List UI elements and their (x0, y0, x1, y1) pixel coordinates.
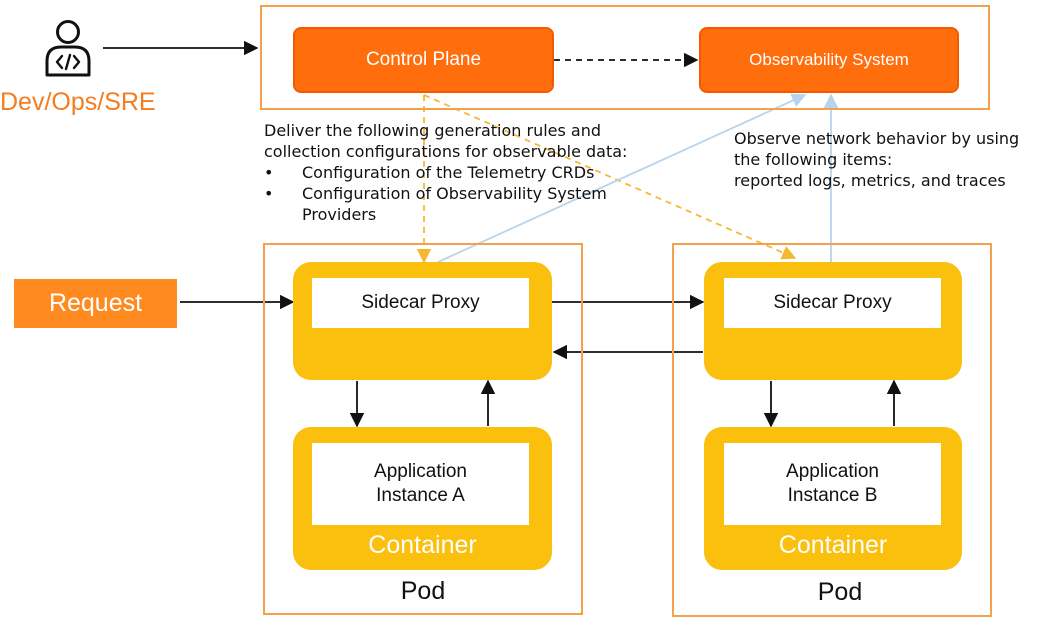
observe-note-line1: Observe network behavior by using the fo… (734, 129, 1020, 169)
pod-a-label: Pod (400, 577, 446, 605)
deliver-note-item: Configuration of Observability System Pr… (264, 183, 674, 225)
deliver-config-note: Deliver the following generation rules a… (264, 120, 674, 225)
actor: Dev/Ops/SRE (0, 18, 156, 123)
pod-b (672, 243, 992, 617)
container-b-label: Container (778, 531, 888, 559)
control-plane-region (260, 5, 990, 110)
container-a-label: Container (368, 531, 477, 559)
pod-a (263, 243, 583, 615)
actor-label: Dev/Ops/SRE (0, 88, 156, 116)
observability-system-box[interactable]: Observability System (699, 27, 959, 93)
deliver-note-list: Configuration of the Telemetry CRDs Conf… (264, 162, 674, 225)
observe-behavior-note: Observe network behavior by using the fo… (734, 128, 1046, 191)
pod-b-label: Pod (817, 578, 863, 606)
deliver-note-intro: Deliver the following generation rules a… (264, 121, 628, 161)
developer-person-icon (45, 20, 91, 77)
control-plane-box[interactable]: Control Plane (293, 27, 554, 93)
sidecar-proxy-b[interactable]: Sidecar Proxy (724, 278, 941, 328)
request-box[interactable]: Request (14, 279, 177, 328)
observe-note-line2: reported logs, metrics, and traces (734, 171, 1006, 190)
deliver-note-item: Configuration of the Telemetry CRDs (264, 162, 674, 183)
application-instance-b[interactable]: Application Instance B (724, 443, 941, 525)
application-instance-a[interactable]: Application Instance A (312, 443, 529, 525)
sidecar-proxy-a[interactable]: Sidecar Proxy (312, 278, 529, 328)
